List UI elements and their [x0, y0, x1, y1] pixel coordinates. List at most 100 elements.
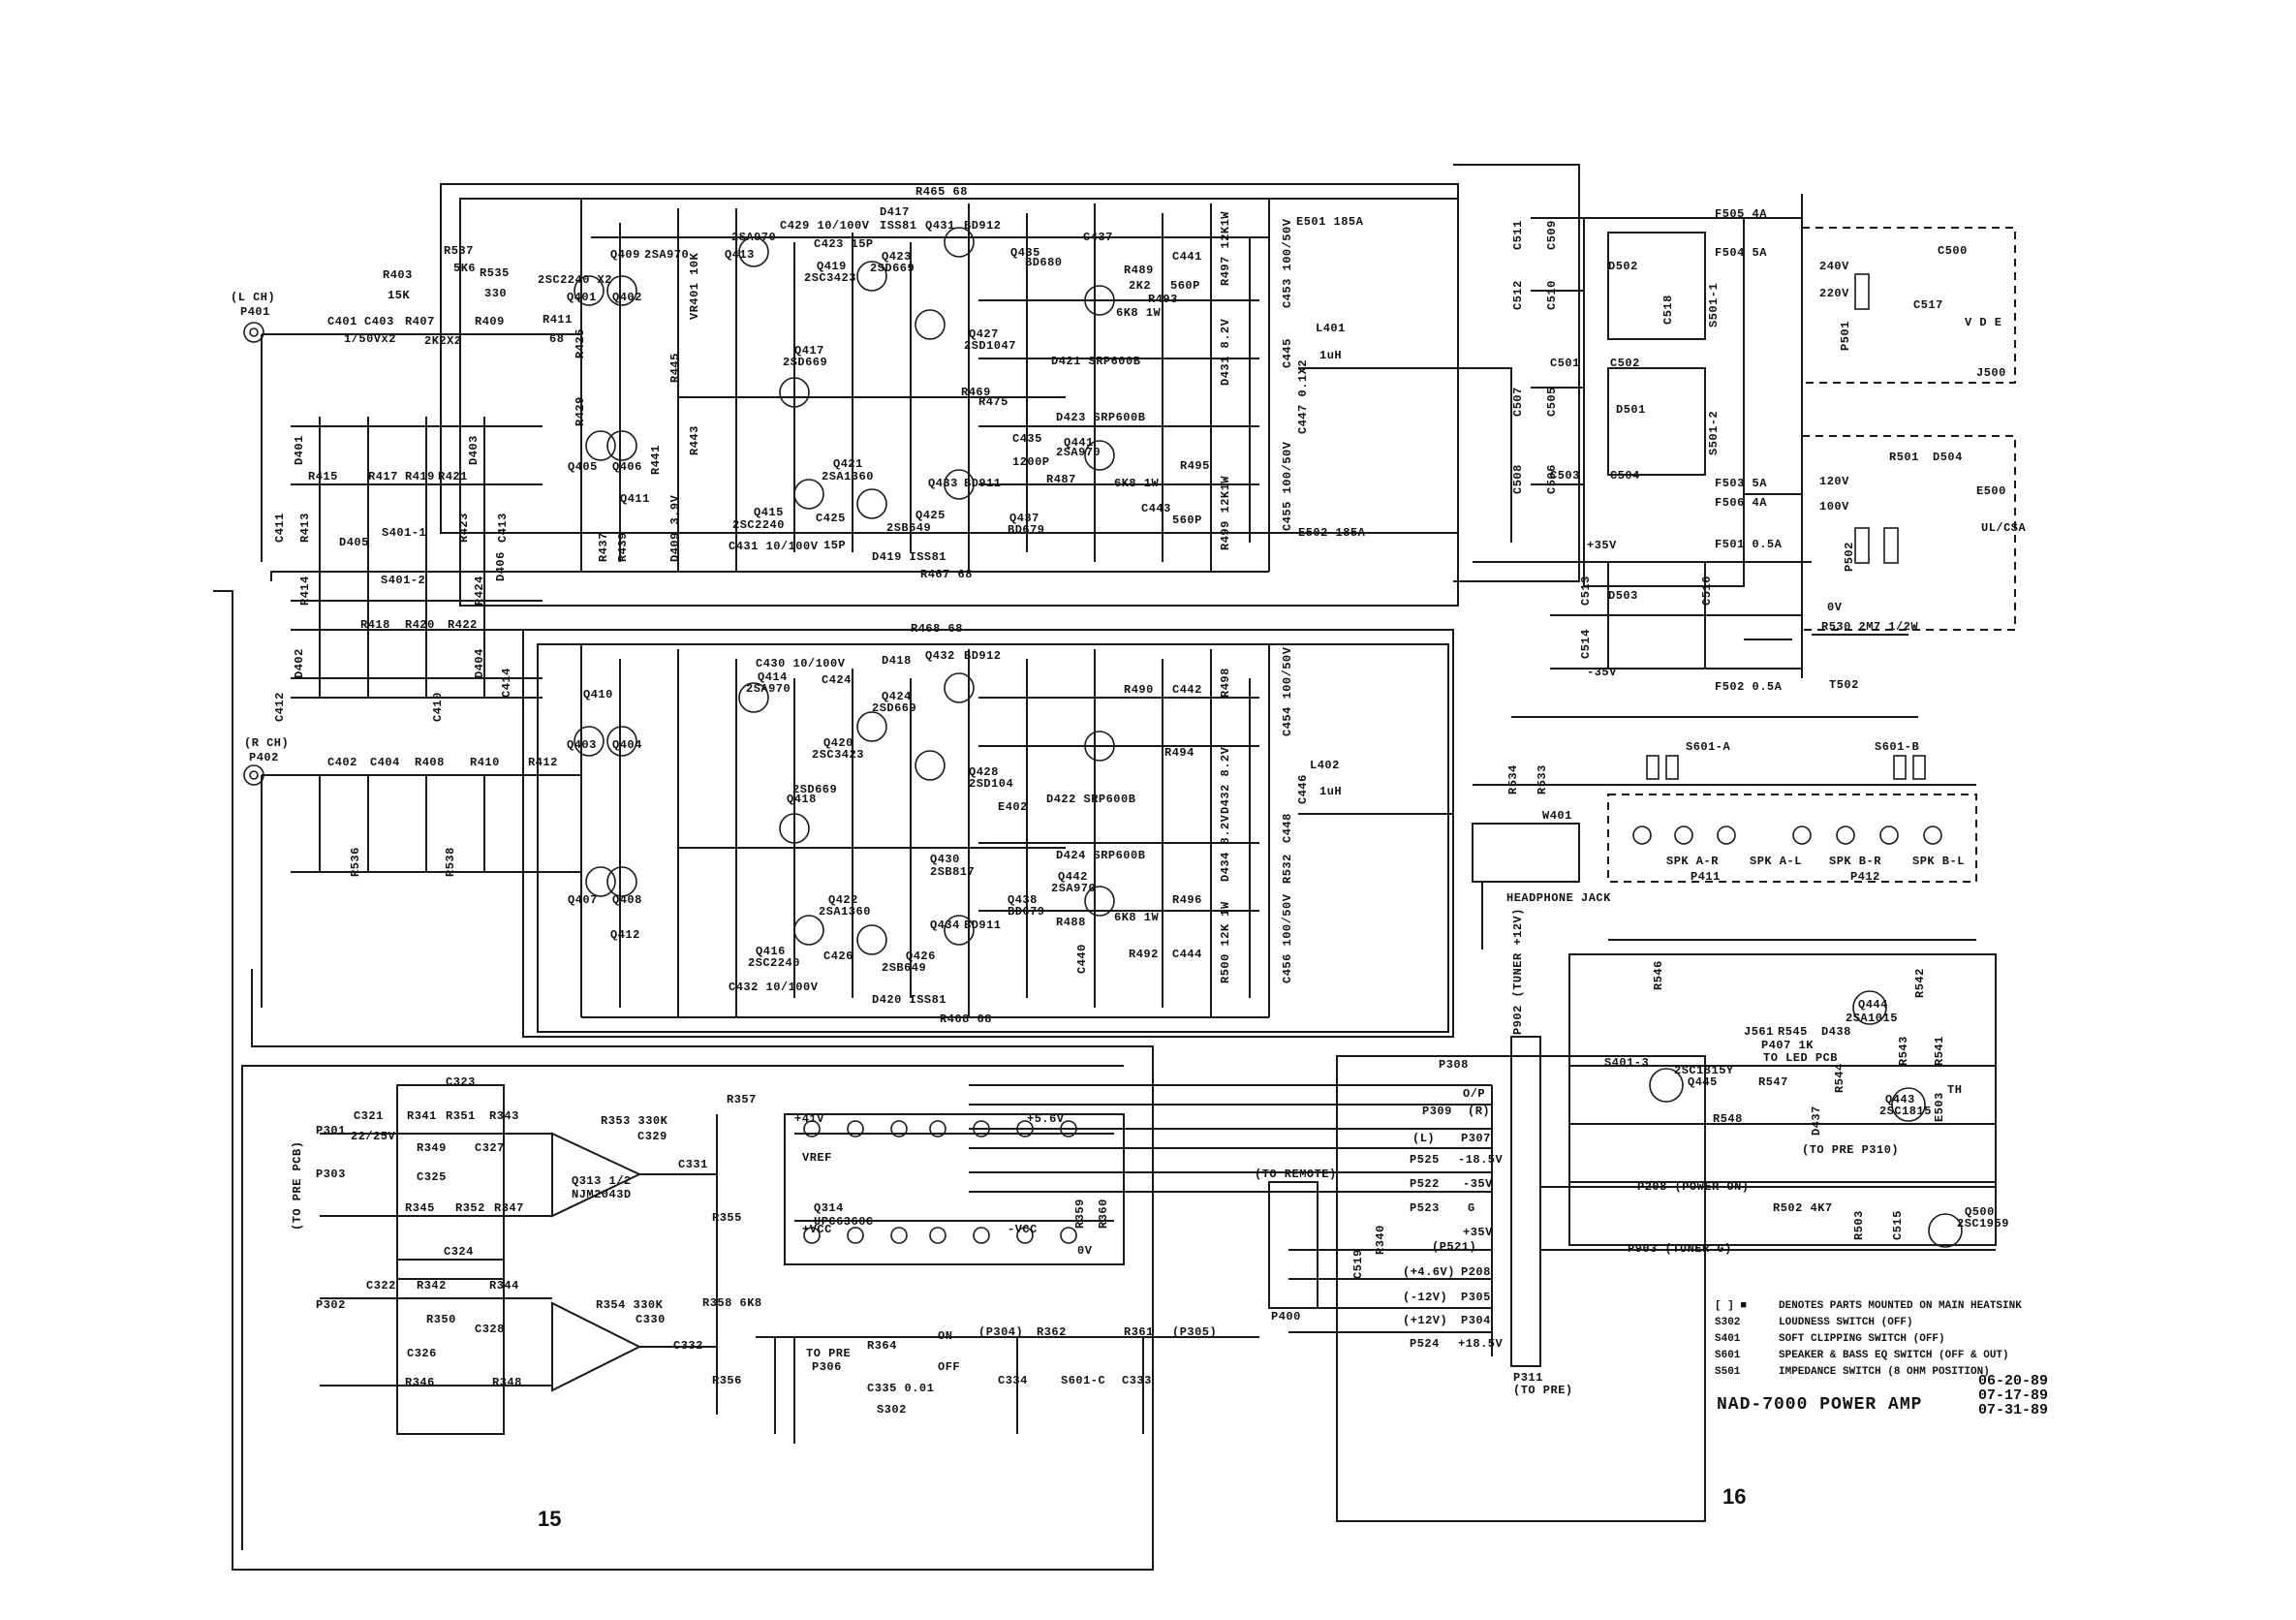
q441-type: 2SA970	[1056, 446, 1101, 459]
p311-label: P311	[1513, 1371, 1543, 1385]
r532-label: R532	[1281, 854, 1294, 884]
c329-label: C329	[637, 1130, 667, 1143]
to-led-pcb-label: TO LED PCB	[1763, 1051, 1839, 1065]
page-number-right: 16	[1722, 1484, 1747, 1509]
r495-label: R495	[1180, 459, 1210, 473]
q405-label: Q405	[568, 460, 598, 474]
d421-label: D421 SRP600B	[1051, 355, 1141, 368]
q433-type: BD911	[964, 477, 1002, 490]
c328-label: C328	[475, 1323, 505, 1336]
q432-label: Q432	[925, 649, 955, 663]
legend-key: S601	[1715, 1350, 1741, 1361]
r429-label: R429	[574, 396, 587, 426]
p304-label: P304	[1461, 1314, 1491, 1327]
f505-label: F505 4A	[1715, 207, 1767, 221]
q445-type: 2SC1815Y	[1674, 1064, 1734, 1077]
q416-label: Q416	[756, 945, 786, 958]
c454-label: C454 100/50V	[1281, 646, 1294, 736]
v220-label: 220V	[1819, 287, 1849, 300]
c513-label: C513	[1579, 576, 1593, 606]
q426-type: 2SB649	[882, 961, 927, 975]
pos35-label: +35V	[1463, 1226, 1493, 1239]
q424-label: Q424	[882, 690, 912, 703]
to-pre-p310-label: (TO PRE P310)	[1802, 1143, 1900, 1157]
f504-label: F504 5A	[1715, 246, 1767, 260]
q438-label: Q438	[1008, 893, 1038, 907]
q411-label: Q411	[620, 492, 650, 506]
q442-type: 2SA970	[1051, 882, 1097, 895]
c443-label: C443	[1141, 502, 1171, 515]
q415-type: 2SC2240	[732, 518, 785, 532]
c506-label: C506	[1545, 464, 1559, 494]
pos185-label: +18.5V	[1458, 1337, 1504, 1351]
e402-label: E402	[998, 800, 1028, 814]
p301-label: P301	[316, 1124, 346, 1137]
r489-value: 2K2	[1129, 279, 1152, 293]
legend-key: S501	[1715, 1366, 1741, 1378]
q445-label: Q445	[1688, 1075, 1718, 1089]
q418-type: 2SD669	[792, 783, 838, 796]
v100-label: 100V	[1819, 500, 1849, 514]
c500-label: C500	[1938, 244, 1968, 258]
q427-label: Q427	[969, 327, 999, 341]
legend-text: DENOTES PARTS MOUNTED ON MAIN HEATSINK	[1779, 1300, 2022, 1312]
c456-label: C456 100/50V	[1281, 893, 1294, 983]
r495-value: 6K8 1W	[1114, 477, 1160, 490]
r545-label: R545	[1778, 1025, 1808, 1039]
q409-label: Q409	[610, 248, 640, 262]
r544-label: R544	[1833, 1063, 1846, 1093]
r497-label: R497 12K1W	[1219, 210, 1232, 286]
f502-label: F502 0.5A	[1715, 680, 1783, 694]
r499-label: R499 12K1W	[1219, 475, 1232, 550]
legend-key: [ ] ■	[1715, 1300, 1748, 1312]
to-remote-label: (TO REMOTE)	[1255, 1168, 1337, 1181]
j561-label: J561	[1744, 1025, 1774, 1039]
d409-label: D409 3.9V	[668, 494, 682, 562]
q313a-label: Q313 1/2	[572, 1174, 632, 1188]
p306-label: P306	[812, 1360, 842, 1374]
r530-label: R530 2M7 1/2W	[1821, 620, 1919, 634]
c504-label: C504	[1610, 469, 1640, 483]
c426-label: C426	[823, 950, 853, 963]
r487-label: R487	[1046, 473, 1076, 486]
s601c-label: S601-C	[1061, 1374, 1106, 1387]
q438-type: BD679	[1008, 905, 1045, 919]
q418-label: Q418	[787, 793, 817, 806]
s501-2-label: S501-2	[1707, 410, 1721, 455]
q423-type: 2SD669	[870, 262, 915, 275]
r352-label: R352	[455, 1201, 485, 1215]
q443-type: 2SC1815	[1879, 1105, 1932, 1118]
c511-label: C511	[1511, 220, 1525, 250]
r533-label: R533	[1536, 764, 1549, 794]
d417-label: D417	[880, 205, 910, 219]
q431-label: Q431	[925, 219, 955, 233]
q420-type: 2SC3423	[812, 748, 864, 762]
v0-label: 0V	[1827, 601, 1843, 614]
q425-type: 2SB649	[886, 521, 932, 535]
r441-label: R441	[649, 445, 663, 475]
p208-power-on-label: P208 (POWER ON)	[1637, 1180, 1750, 1194]
q412-label: Q412	[610, 928, 640, 942]
r537-label: R537	[444, 244, 474, 258]
v41-label: +41V	[794, 1112, 824, 1126]
r419-label: R419	[405, 470, 435, 483]
d504-label: D504	[1933, 451, 1963, 464]
q407-label: Q407	[568, 893, 598, 907]
d503-label: D503	[1608, 589, 1638, 603]
legend-key: S401	[1715, 1333, 1741, 1345]
r424-label: R424	[473, 576, 486, 606]
t502-label: T502	[1829, 678, 1859, 692]
njm-a-label: NJM2043D	[572, 1188, 632, 1201]
c435-label: C435	[1012, 432, 1042, 446]
c503-label: C503	[1550, 469, 1580, 483]
r361-label: R361	[1124, 1325, 1154, 1339]
s401-3-label: S401-3	[1604, 1056, 1650, 1070]
p304b-label: (P304)	[978, 1325, 1024, 1339]
c401-value: 1/50Vx2	[344, 332, 396, 346]
r354-label: R354 330K	[596, 1298, 664, 1312]
p307-label: P307	[1461, 1132, 1491, 1145]
